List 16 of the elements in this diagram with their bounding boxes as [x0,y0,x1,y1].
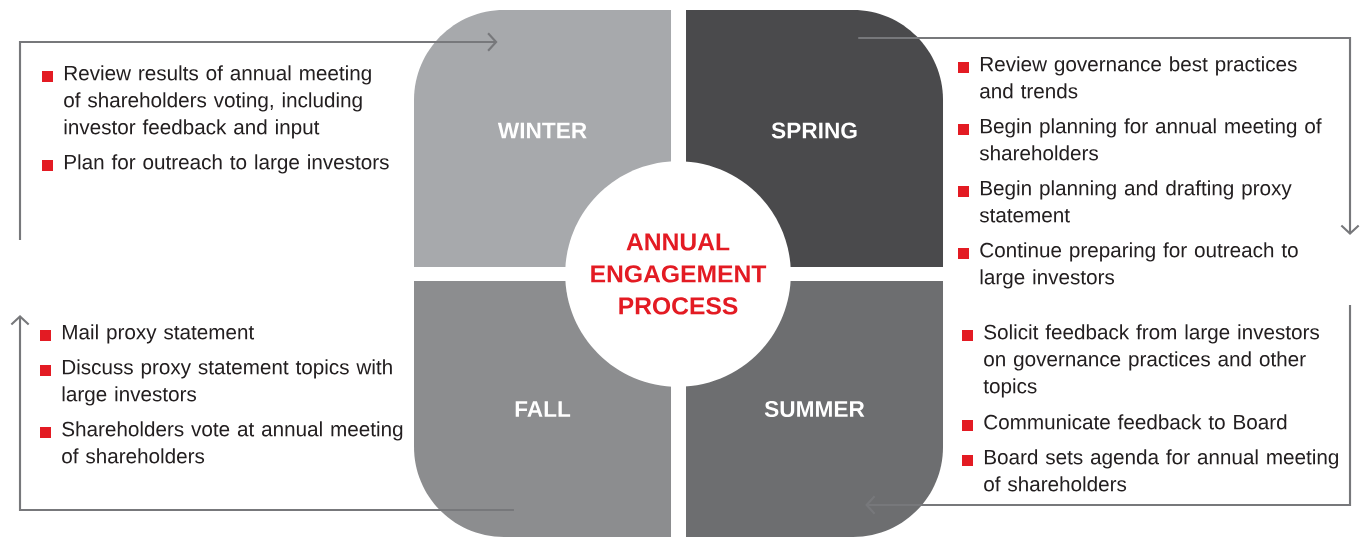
bullet-item: Mail proxy statement [40,324,255,344]
bullet-item: Discuss proxy statement topics with large investors [40,359,392,406]
bullet-item: Communicate feedback to Board [962,414,1287,431]
arrow [10,315,514,512]
bullet-item: Shareholders vote at annual meeting of shareholders [40,421,403,464]
arrow [858,36,1360,235]
bullet-item: Review results of annual meeting of shareholders voting, including investor feedback and input [42,65,371,139]
arrow [18,32,498,240]
bullet-item: Board sets agenda for annual meeting of shareholders [962,449,1339,492]
bullet-item: Continue preparing for outreach to large investors [958,242,1298,289]
bullet-item: Begin planning for annual meeting of shareholders [958,118,1322,161]
bullet-item: Review governance best practices and trends [958,56,1297,99]
bullet-item: Solicit feedback from large investors on governance practices and other topics [962,324,1319,398]
arrow [865,305,1352,515]
bullet-item: Plan for outreach to large investors [42,154,389,174]
bullet-item: Begin planning and drafting proxy statement [958,180,1292,223]
